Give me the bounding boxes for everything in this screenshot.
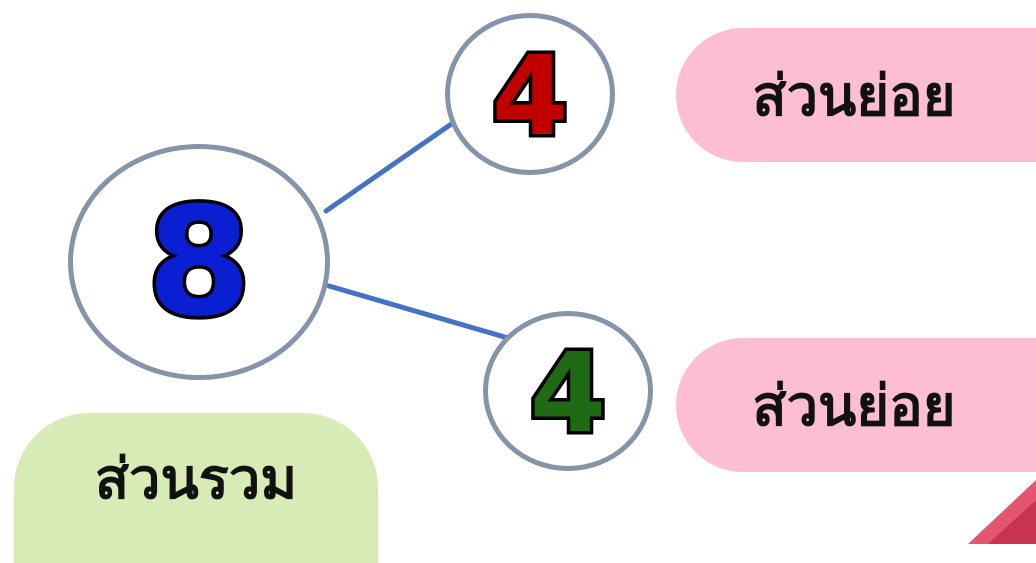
part-circle-bottom: 4: [483, 311, 653, 471]
connector-line-bottom: [326, 283, 511, 341]
part-label-bottom: ส่วนย่อย: [676, 338, 1036, 472]
corner-accent-highlight: [988, 500, 1036, 544]
whole-circle: 8: [68, 144, 330, 380]
corner-accent: [968, 480, 1036, 544]
connector-layer: [323, 115, 1036, 544]
part-circle-top: 4: [445, 13, 615, 175]
part-number-top: 4: [488, 32, 572, 160]
part-number-bottom: 4: [526, 329, 610, 457]
connector-line-top: [323, 115, 463, 214]
whole-label: ส่วนรวม: [14, 413, 378, 563]
part-label-top: ส่วนย่อย: [676, 28, 1036, 162]
part-label-top-text: ส่วนย่อย: [752, 63, 956, 129]
whole-label-text: ส่วนรวม: [94, 446, 298, 512]
whole-number: 8: [143, 176, 254, 350]
part-label-bottom-text: ส่วนย่อย: [752, 373, 956, 439]
